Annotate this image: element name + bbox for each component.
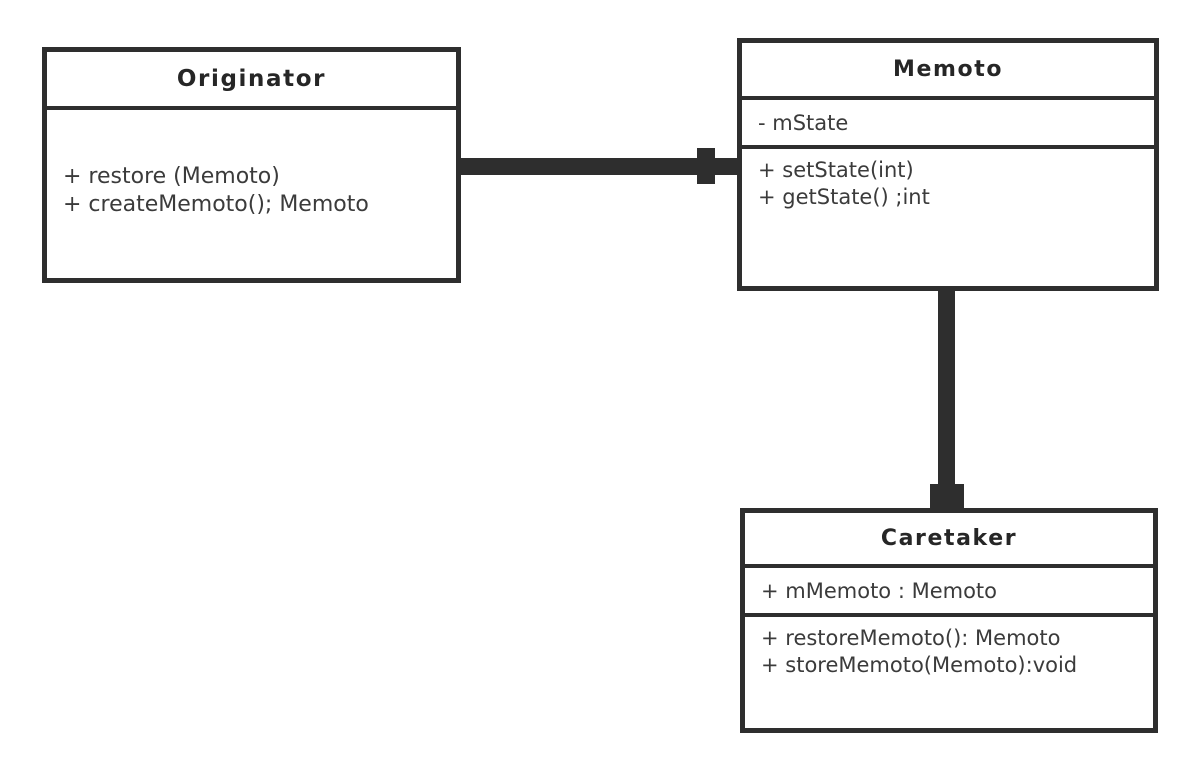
attributes-compartment-memoto: - mState	[742, 100, 1154, 149]
operation-item: + restore (Memoto)	[63, 164, 280, 189]
connector-originator-memoto[interactable]	[455, 158, 745, 175]
connector-memoto-caretaker-end-marker-icon	[930, 484, 964, 511]
connector-memoto-caretaker[interactable]	[938, 286, 955, 514]
operation-item: + getState() ;int	[758, 184, 930, 209]
class-box-memoto[interactable]: Memoto - mState + setState(int) + getSta…	[737, 38, 1159, 291]
operation-item: + setState(int)	[758, 158, 914, 182]
attribute-item: - mState	[758, 111, 849, 135]
class-name-caretaker: Caretaker	[745, 513, 1153, 568]
class-name-originator: Originator	[47, 52, 456, 110]
class-box-originator[interactable]: Originator + restore (Memoto) + createMe…	[42, 47, 461, 283]
operation-item: + createMemoto(); Memoto	[63, 192, 369, 218]
operations-compartment-caretaker: + restoreMemoto(): Memoto + storeMemoto(…	[745, 617, 1153, 728]
operations-compartment-memoto: + setState(int) + getState() ;int	[742, 149, 1154, 286]
class-box-caretaker[interactable]: Caretaker + mMemoto : Memoto + restoreMe…	[740, 508, 1158, 733]
attributes-compartment-caretaker: + mMemoto : Memoto	[745, 568, 1153, 617]
operation-item: + storeMemoto(Memoto):void	[761, 652, 1078, 677]
class-name-memoto: Memoto	[742, 43, 1154, 100]
operations-compartment-originator: + restore (Memoto) + createMemoto(); Mem…	[47, 110, 456, 278]
operation-item: + restoreMemoto(): Memoto	[761, 626, 1061, 650]
connector-originator-memoto-end-marker-icon	[697, 148, 715, 184]
attribute-item: + mMemoto : Memoto	[761, 579, 998, 603]
